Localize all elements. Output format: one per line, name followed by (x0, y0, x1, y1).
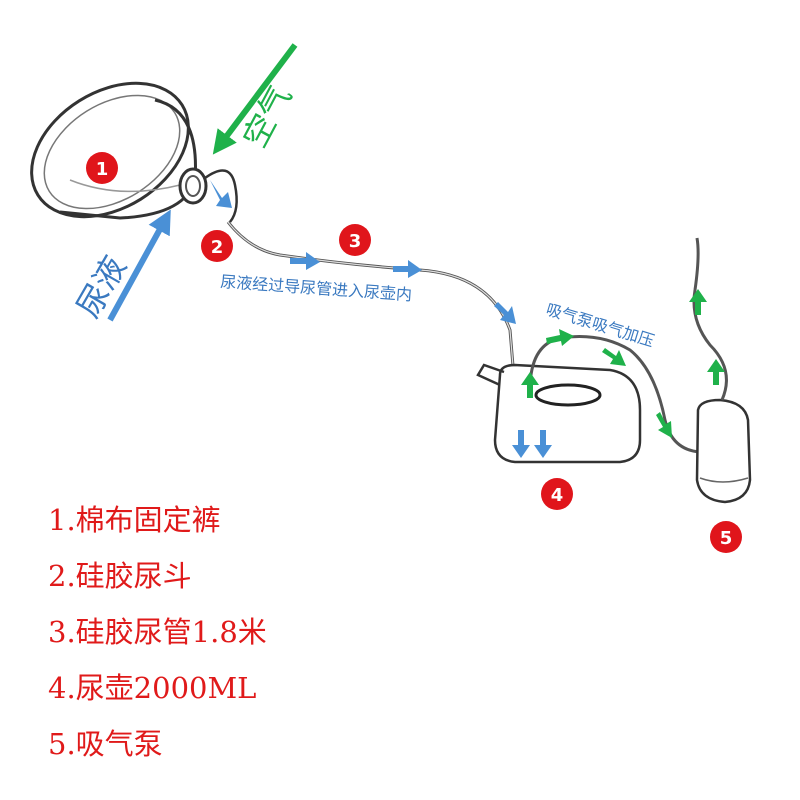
badge-2: 2 (201, 230, 233, 262)
arrow-icon (546, 329, 574, 346)
arrow-icon (602, 348, 626, 366)
arrow-icon (290, 252, 320, 270)
legend-item: 4.尿壶2000ML (48, 671, 257, 705)
arrow-icon (521, 372, 539, 398)
urine-label: 尿液 (69, 250, 134, 324)
arrow-icon (707, 359, 725, 385)
badge-1: 1 (86, 152, 118, 184)
svg-text:3: 3 (349, 231, 362, 252)
arrow-icon (210, 180, 232, 208)
pump-note: 吸气泵吸气加压 (544, 300, 657, 351)
svg-text:2: 2 (211, 237, 224, 258)
arrow-icon (393, 260, 422, 278)
air-label: 空气 (236, 79, 300, 153)
arrow-icon (494, 302, 516, 324)
svg-text:4: 4 (551, 485, 564, 506)
component-legend: 1.棉布固定裤 2.硅胶尿斗 3.硅胶尿管1.8米 4.尿壶2000ML 5.吸… (48, 505, 267, 785)
svg-text:1: 1 (96, 159, 109, 180)
urine-flow-arrows (210, 180, 552, 458)
legend-item: 3.硅胶尿管1.8米 (48, 615, 267, 649)
arrow-icon (656, 412, 672, 438)
legend-item: 2.硅胶尿斗 (48, 559, 192, 593)
arrow-icon (689, 289, 707, 315)
legend-item: 1.棉布固定裤 (48, 503, 221, 537)
badge-5: 5 (710, 521, 742, 553)
flow-note: 尿液经过导尿管进入尿壶内 (220, 272, 413, 304)
air-arrow-icon (212, 43, 298, 155)
tube-inner (227, 221, 516, 391)
legend-item: 5.吸气泵 (48, 727, 163, 761)
svg-text:5: 5 (720, 528, 733, 549)
tube (226, 221, 517, 391)
suction-pump-icon (692, 237, 752, 504)
urine-arrow-icon (107, 209, 171, 322)
badge-3: 3 (339, 224, 371, 256)
badge-4: 4 (541, 478, 573, 510)
urine-funnel-icon (30, 81, 238, 223)
air-flow-arrows (521, 289, 725, 438)
arrow-icon (512, 430, 530, 458)
arrow-icon (534, 430, 552, 458)
urine-bottle-icon (476, 363, 642, 464)
